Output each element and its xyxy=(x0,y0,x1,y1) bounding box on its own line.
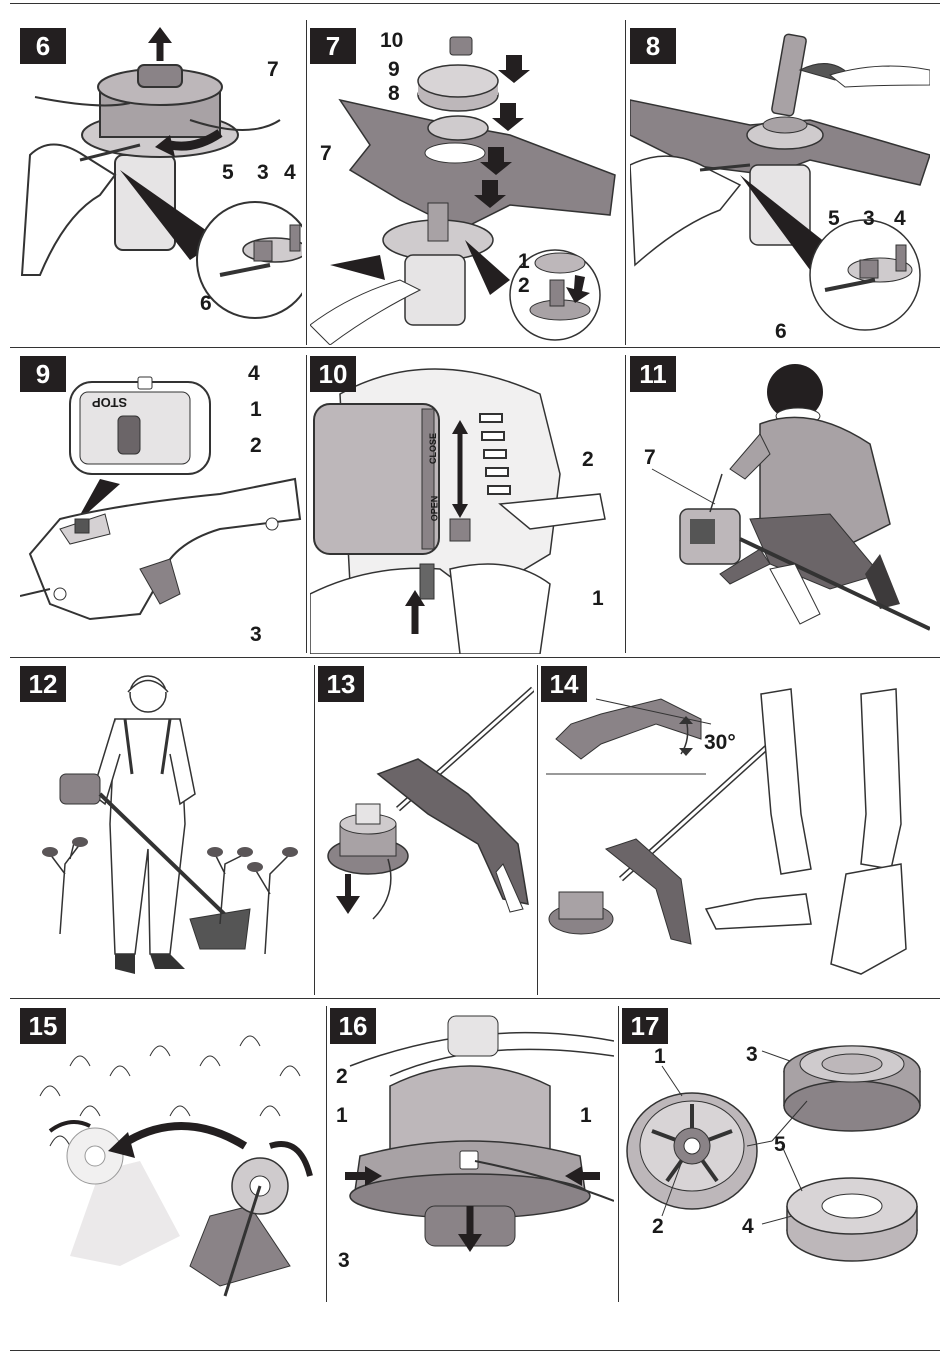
trimmer-head-lock-illustration xyxy=(20,25,302,345)
callout-label: 5 xyxy=(222,162,234,183)
figure-panel-17: 17 1 3 5 2 4 xyxy=(622,1006,930,1302)
callout-label: 6 xyxy=(200,293,212,314)
panel-number-badge: 11 xyxy=(630,356,676,392)
callout-label: 7 xyxy=(320,143,332,164)
panel-number-badge: 8 xyxy=(630,28,676,64)
figure-panel-14: 14 30° xyxy=(541,664,930,994)
callout-label: 4 xyxy=(248,363,260,384)
bottom-rule xyxy=(10,1350,940,1351)
col-divider xyxy=(326,1006,327,1302)
angle-label: 30° xyxy=(704,732,736,753)
callout-label: 5 xyxy=(774,1134,786,1155)
figure-panel-7: 7 10 9 8 7 1 2 xyxy=(310,25,622,345)
callout-label: 2 xyxy=(336,1066,348,1087)
col-divider xyxy=(537,665,538,995)
col-divider xyxy=(618,1006,619,1302)
callout-label: 7 xyxy=(267,59,279,80)
callout-label: 4 xyxy=(894,208,906,229)
col-divider xyxy=(625,355,626,653)
callout-label: 1 xyxy=(592,588,604,609)
callout-label: 3 xyxy=(863,208,875,229)
callout-label: 7 xyxy=(644,447,656,468)
callout-label: 1 xyxy=(336,1105,348,1126)
callout-label: 1 xyxy=(250,399,262,420)
figure-panel-16: 16 2 1 1 3 xyxy=(330,1006,614,1302)
spool-cover-removal-illustration xyxy=(330,1006,614,1302)
callout-label: 5 xyxy=(828,208,840,229)
figure-panel-12: 12 xyxy=(20,664,310,994)
panel-number-badge: 13 xyxy=(318,666,364,702)
choke-lever-illustration xyxy=(310,354,622,654)
figure-panel-13: 13 xyxy=(318,664,534,994)
panel-number-badge: 14 xyxy=(541,666,587,702)
choke-close-label: CLOSE xyxy=(429,433,438,464)
top-rule xyxy=(10,3,940,4)
choke-open-label: OPEN xyxy=(430,496,439,522)
figure-panel-8: 8 5 3 4 6 xyxy=(630,25,930,345)
callout-label: 3 xyxy=(257,162,269,183)
panel-number-badge: 16 xyxy=(330,1008,376,1044)
row-divider-3 xyxy=(10,998,940,999)
callout-label: 10 xyxy=(380,30,403,51)
callout-label: 3 xyxy=(338,1250,350,1271)
callout-label: 2 xyxy=(582,449,594,470)
row-divider-1 xyxy=(10,347,940,348)
callout-label: 1 xyxy=(654,1046,666,1067)
figure-panel-10: 10 CLOSE OPEN 2 1 xyxy=(310,354,622,654)
col-divider xyxy=(306,20,307,345)
panel-number-badge: 17 xyxy=(622,1008,668,1044)
panel-number-badge: 15 xyxy=(20,1008,66,1044)
col-divider xyxy=(306,355,307,653)
figure-panel-11: 11 7 xyxy=(630,354,930,654)
panel-number-badge: 10 xyxy=(310,356,356,392)
callout-label: 9 xyxy=(388,59,400,80)
blade-sweep-illustration xyxy=(20,1006,322,1302)
callout-label: 1 xyxy=(518,251,530,272)
panel-number-badge: 7 xyxy=(310,28,356,64)
callout-label: 4 xyxy=(742,1216,754,1237)
callout-label: 2 xyxy=(652,1216,664,1237)
figure-panel-6: 6 7 5 3 4 6 xyxy=(20,25,302,345)
callout-label: 3 xyxy=(250,624,262,645)
figure-panel-15: 15 xyxy=(20,1006,322,1302)
callout-label: 2 xyxy=(518,275,530,296)
callout-label: 6 xyxy=(775,321,787,342)
col-divider xyxy=(625,20,626,345)
stop-switch-text: STOP xyxy=(92,396,127,409)
starting-engine-illustration xyxy=(630,354,930,654)
panel-number-badge: 9 xyxy=(20,356,66,392)
row-divider-2 xyxy=(10,657,940,658)
cutting-angle-illustration xyxy=(541,664,930,994)
blade-tighten-illustration xyxy=(630,25,930,345)
blade-assembly-illustration xyxy=(310,25,622,345)
callout-label: 2 xyxy=(250,435,262,456)
line-head-tap-illustration xyxy=(318,664,534,994)
callout-label: 1 xyxy=(580,1105,592,1126)
callout-label: 3 xyxy=(746,1044,758,1065)
panel-number-badge: 6 xyxy=(20,28,66,64)
operator-with-harness-illustration xyxy=(20,664,310,994)
figure-panel-9: 9 STOP 4 1 2 3 xyxy=(20,354,302,654)
col-divider xyxy=(314,665,315,995)
callout-label: 4 xyxy=(284,162,296,183)
callout-label: 8 xyxy=(388,83,400,104)
panel-number-badge: 12 xyxy=(20,666,66,702)
